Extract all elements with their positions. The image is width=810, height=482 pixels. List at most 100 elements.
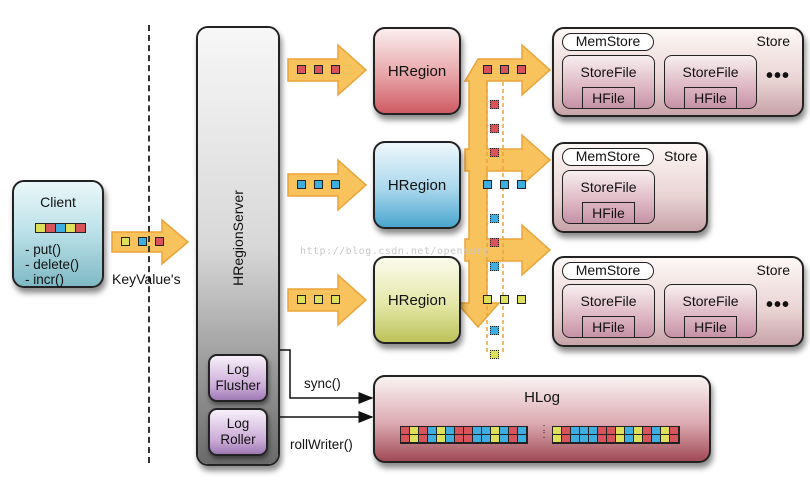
edit-square-yellow: [297, 295, 306, 304]
keyvalue-cell-blue: [56, 224, 66, 232]
client-methods: - put() - delete() - incr(): [25, 242, 79, 287]
keyvalue-square-red: [155, 237, 164, 246]
region-2-incoming-squares: [297, 180, 340, 189]
server-to-region-1-arrow: [287, 43, 368, 97]
store-3[interactable]: MemStore Store StoreFile HFile StoreFile…: [552, 256, 804, 347]
more-storefiles-ellipsis: •••: [766, 65, 791, 87]
storefile-label: StoreFile: [580, 293, 637, 309]
edit-square-yellow: [517, 295, 526, 304]
edit-square-blue: [297, 180, 306, 189]
memstore-2[interactable]: MemStore: [562, 148, 654, 166]
wal-entry-blue: [490, 262, 499, 271]
edit-square-yellow: [331, 295, 340, 304]
wal-pipe-squares: [490, 0, 502, 482]
hlog-entry-red: [598, 435, 607, 443]
log-flusher-box[interactable]: Log Flusher: [208, 354, 268, 402]
hlog-entry-blue: [446, 427, 455, 435]
storefile[interactable]: StoreFile HFile: [562, 55, 655, 109]
hlog-entry-yellow: [616, 435, 625, 443]
hfile[interactable]: HFile: [582, 87, 635, 109]
edit-square-yellow: [500, 295, 509, 304]
keyvalue-arrow: [111, 218, 190, 266]
hlog-entry-blue: [518, 435, 527, 443]
hregion-3[interactable]: HRegion: [373, 256, 461, 344]
hlog-entry-blue: [589, 427, 598, 435]
keyvalue-square-yellow: [121, 237, 130, 246]
hfile[interactable]: HFile: [684, 316, 737, 338]
hlog-entry-red: [509, 435, 518, 443]
hregion-1[interactable]: HRegion: [373, 27, 461, 115]
server-to-region-2-arrow: [287, 158, 368, 212]
hfile[interactable]: HFile: [582, 202, 635, 224]
hregion-3-label: HRegion: [387, 291, 447, 309]
hlog-entry-yellow: [634, 427, 643, 435]
hlog-entry-red: [401, 435, 410, 443]
storefile[interactable]: StoreFile HFile: [562, 170, 655, 224]
hlog-entry-blue: [625, 427, 634, 435]
hlog-entry-blue: [652, 427, 661, 435]
storefile[interactable]: StoreFile HFile: [664, 284, 757, 338]
log-flusher-label-line1: Log: [226, 362, 250, 377]
wal-entry-red: [490, 238, 499, 247]
hlog-entry-blue: [446, 435, 455, 443]
log-roller-box[interactable]: Log Roller: [208, 408, 268, 456]
hfile[interactable]: HFile: [582, 316, 635, 338]
hlog-entry-red: [419, 435, 428, 443]
sync-connector: [270, 349, 374, 404]
region-3-incoming-squares: [297, 295, 340, 304]
keyvalue-label: KeyValue's: [112, 271, 181, 287]
more-storefiles-ellipsis: •••: [766, 294, 791, 316]
hlog-entry-blue: [482, 427, 491, 435]
store-2-incoming-squares: [483, 180, 526, 189]
client-box[interactable]: Client - put() - delete() - incr(): [12, 180, 104, 288]
hlog-entry-red: [670, 435, 679, 443]
edit-square-blue: [331, 180, 340, 189]
hregionserver-box[interactable]: HRegionServer Log Flusher Log Roller: [196, 26, 280, 466]
store-1[interactable]: MemStore Store StoreFile HFile StoreFile…: [552, 27, 804, 117]
server-to-region-3-arrow: [287, 273, 368, 327]
hlog-gap: ::: [542, 422, 546, 441]
region-1-incoming-squares: [297, 65, 340, 74]
keyvalue-cell-red: [76, 224, 85, 232]
hlog-entry-blue: [482, 435, 491, 443]
hlog-entry-yellow: [634, 435, 643, 443]
hfile[interactable]: HFile: [684, 87, 737, 109]
client-title: Client: [40, 194, 76, 210]
hregion-2-label: HRegion: [387, 176, 447, 194]
wal-entry-blue: [490, 214, 499, 223]
edit-square-red: [517, 65, 526, 74]
memstore-3[interactable]: MemStore: [562, 262, 654, 280]
method-put: - put(): [25, 242, 62, 257]
hlog-entry-blue: [518, 427, 527, 435]
store-2[interactable]: MemStore Store StoreFile HFile: [552, 142, 708, 233]
edit-square-red: [297, 65, 306, 74]
hlog-entry-red: [419, 427, 428, 435]
edit-square-red: [314, 65, 323, 74]
hlog-entry-red: [670, 427, 679, 435]
hlog-entry-blue: [428, 435, 437, 443]
hlog-entry-yellow: [437, 435, 446, 443]
hlog-entries-left: [400, 426, 528, 444]
storefile[interactable]: StoreFile HFile: [664, 55, 757, 109]
hlog-entry-yellow: [437, 427, 446, 435]
store-1-label: Store: [756, 33, 790, 49]
hlog-entry-red: [643, 427, 652, 435]
hlog-entry-blue: [428, 427, 437, 435]
hlog-entry-yellow: [553, 427, 562, 435]
storefile-label: StoreFile: [580, 64, 637, 80]
hregion-2[interactable]: HRegion: [373, 141, 461, 229]
store-3-incoming-squares: [483, 295, 526, 304]
log-roller-label-line1: Log: [226, 416, 250, 431]
hlog-entry-red: [509, 427, 518, 435]
memstore-1[interactable]: MemStore: [562, 33, 654, 51]
keyvalue-cell-yellow: [36, 224, 46, 232]
wal-pipe-arrow: [455, 43, 552, 329]
storefile[interactable]: StoreFile HFile: [562, 284, 655, 338]
log-flusher-label-line2: Flusher: [215, 378, 261, 393]
hlog-entry-red: [401, 427, 410, 435]
hlog-entry-red: [464, 427, 473, 435]
keyvalue-cell-yellow: [66, 224, 76, 232]
hlog-entry-blue: [580, 435, 589, 443]
hlog-box[interactable]: HLog ::: [373, 375, 711, 463]
